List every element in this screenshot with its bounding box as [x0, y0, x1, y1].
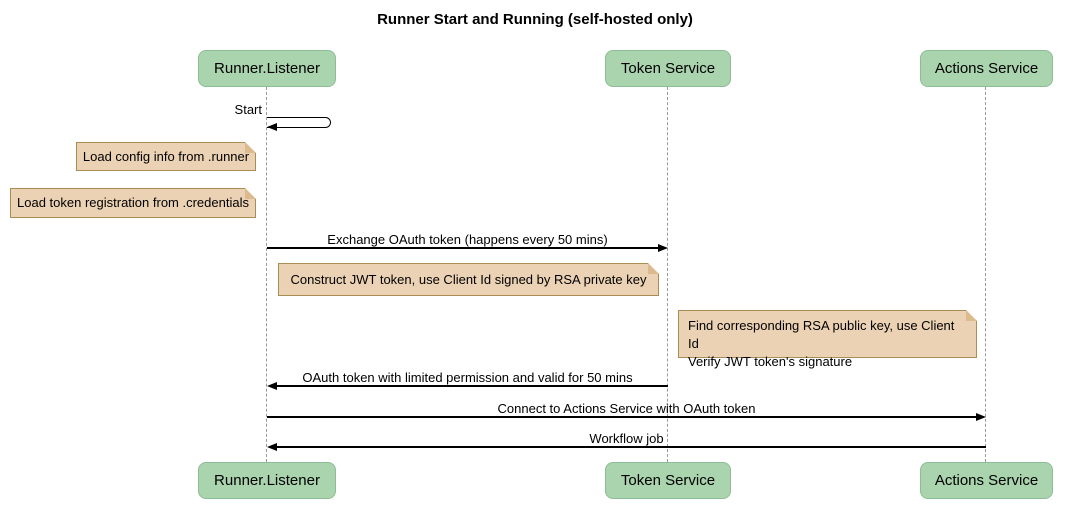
participant-label: Runner.Listener	[214, 472, 320, 489]
message-start-label: Start	[234, 102, 262, 117]
participant-actions-service-top: Actions Service	[920, 50, 1053, 87]
message-workflow-job-label: Workflow job	[589, 431, 664, 446]
arrowhead	[267, 382, 277, 390]
message-connect-actions-line	[267, 416, 977, 418]
note-load-token-registration: Load token registration from .credential…	[10, 188, 256, 218]
participant-runner-listener-bottom: Runner.Listener	[198, 462, 336, 499]
message-oauth-return-label: OAuth token with limited permission and …	[302, 370, 633, 385]
participant-actions-service-bottom: Actions Service	[920, 462, 1053, 499]
lifeline-runner-listener	[266, 87, 267, 462]
arrowhead	[976, 413, 986, 421]
note-text: Load config info from .runner	[82, 149, 250, 164]
message-start-loop-line	[267, 117, 331, 128]
participant-label: Runner.Listener	[214, 60, 320, 77]
note-text-line: Find corresponding RSA public key, use C…	[688, 318, 955, 351]
lifeline-actions-service	[985, 87, 986, 462]
note-text: Load token registration from .credential…	[17, 195, 249, 210]
note-text: Construct JWT token, use Client Id signe…	[290, 272, 647, 287]
participant-label: Actions Service	[934, 472, 1039, 489]
participant-runner-listener-top: Runner.Listener	[198, 50, 336, 87]
arrowhead	[267, 123, 277, 131]
message-exchange-oauth-label: Exchange OAuth token (happens every 50 m…	[327, 232, 608, 247]
lifeline-token-service	[667, 87, 668, 462]
message-oauth-return-line	[276, 385, 668, 387]
participant-label: Token Service	[620, 60, 716, 77]
message-workflow-job-line	[276, 446, 986, 448]
message-connect-actions-label: Connect to Actions Service with OAuth to…	[497, 401, 756, 416]
arrowhead	[267, 443, 277, 451]
note-construct-jwt: Construct JWT token, use Client Id signe…	[278, 263, 659, 296]
note-text-line: Verify JWT token's signature	[688, 354, 853, 369]
participant-label: Actions Service	[934, 60, 1039, 77]
note-verify-jwt: Find corresponding RSA public key, use C…	[678, 310, 977, 369]
arrowhead	[658, 244, 668, 252]
message-exchange-oauth-line	[267, 247, 659, 249]
participant-label: Token Service	[620, 472, 716, 489]
diagram-title: Runner Start and Running (self-hosted on…	[377, 11, 693, 28]
note-load-config: Load config info from .runner	[76, 142, 256, 171]
participant-token-service-bottom: Token Service	[605, 462, 731, 499]
participant-token-service-top: Token Service	[605, 50, 731, 87]
